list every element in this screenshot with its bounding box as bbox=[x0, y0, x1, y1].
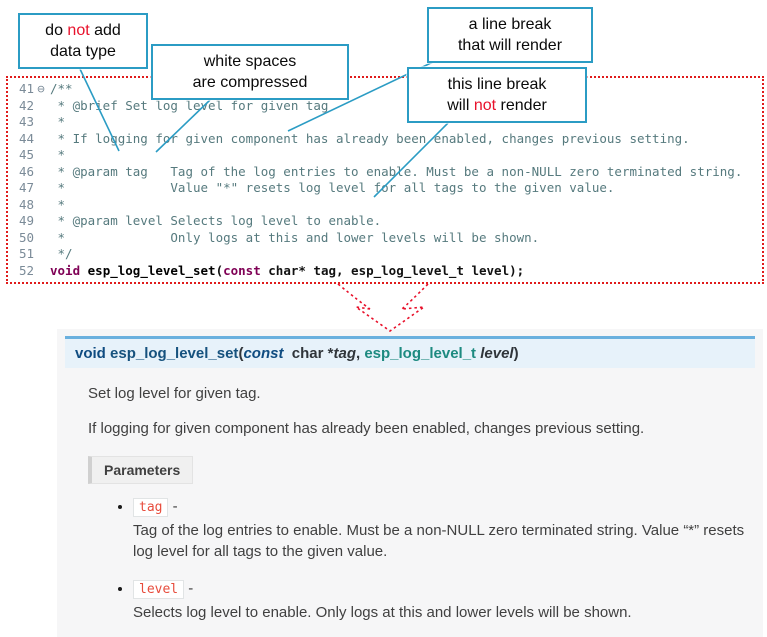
line-number: 43 bbox=[18, 114, 34, 129]
fold-marker-icon bbox=[34, 98, 48, 115]
line-number: 51 bbox=[18, 246, 34, 261]
line-number: 45 bbox=[18, 147, 34, 162]
code-line: 42 * @brief Set log level for given tag bbox=[12, 98, 760, 115]
fold-marker-icon bbox=[34, 180, 48, 197]
code-line: 50 * Only logs at this and lower levels … bbox=[12, 230, 760, 247]
line-number: 52 bbox=[18, 262, 34, 278]
code-line: 43 * bbox=[12, 114, 760, 131]
parameter-item: level - Selects log level to enable. Only… bbox=[133, 580, 755, 623]
line-number: 49 bbox=[18, 213, 34, 228]
code-line: 47 * Value "*" resets log level for all … bbox=[12, 180, 760, 197]
line-number: 41 bbox=[18, 81, 34, 96]
code-text: * Value "*" resets log level for all tag… bbox=[50, 180, 615, 195]
code-line: 51 */ bbox=[12, 246, 760, 263]
code-line: 48 * bbox=[12, 197, 760, 214]
code-text: * @param tag Tag of the log entries to e… bbox=[50, 163, 743, 179]
param-description: Selects log level to enable. Only logs a… bbox=[133, 604, 632, 621]
parameters-heading: Parameters bbox=[88, 456, 194, 484]
callout-text-line: that will render bbox=[457, 37, 563, 55]
callout-text-line: will not render bbox=[447, 97, 547, 115]
line-number: 50 bbox=[18, 229, 34, 245]
line-number: 48 bbox=[18, 196, 34, 212]
code-line: 52 void esp_log_level_set(const char* tag… bbox=[12, 263, 760, 280]
fold-marker-icon bbox=[34, 246, 48, 263]
callout-text-line: data type bbox=[50, 43, 116, 61]
line-number: 47 bbox=[18, 180, 34, 195]
callout-text-line: white spaces bbox=[203, 53, 297, 70]
doc-brief: Set log level for given tag. bbox=[88, 385, 261, 402]
param-name-chip: tag bbox=[133, 498, 169, 517]
callout-do-not-add-data-type: do not add data type bbox=[18, 13, 148, 70]
code-editor-snippet: 41⊖ /** 42 * @brief Set log level for give… bbox=[6, 76, 764, 284]
callout-line-break-renders: a line break that will render bbox=[427, 7, 593, 64]
param-head: level - bbox=[133, 580, 755, 599]
parameters-list: tag - Tag of the log entries to enable. M… bbox=[88, 498, 755, 623]
fold-marker-icon bbox=[34, 114, 48, 131]
code-text: */ bbox=[50, 246, 73, 261]
code-text: * bbox=[50, 196, 66, 212]
fold-marker-icon bbox=[34, 131, 48, 148]
code-text: * @param level Selects log level to enab… bbox=[50, 213, 382, 228]
code-line: 45 * bbox=[12, 147, 760, 164]
parameter-item: tag - Tag of the log entries to enable. M… bbox=[133, 498, 755, 562]
code-text: * Only logs at this and lower levels wil… bbox=[50, 229, 540, 245]
fold-marker-icon bbox=[34, 230, 48, 247]
render-arrow bbox=[337, 283, 429, 332]
callout-white-spaces-compressed: white spaces are compressed bbox=[151, 44, 349, 101]
callout-text-line: this line break bbox=[447, 76, 547, 93]
code-lines: 41⊖ /** 42 * @brief Set log level for give… bbox=[12, 81, 760, 279]
param-name-chip: level bbox=[133, 580, 185, 599]
callout-line-break-not-render: this line break will not render bbox=[407, 67, 587, 124]
param-description: Tag of the log entries to enable. Must b… bbox=[133, 522, 745, 560]
fold-marker-icon bbox=[34, 197, 48, 214]
fold-marker-icon bbox=[34, 147, 48, 164]
line-number: 46 bbox=[18, 163, 34, 179]
code-text: * bbox=[50, 147, 66, 162]
callout-text-line: do not add bbox=[45, 22, 121, 39]
fold-marker-icon bbox=[34, 263, 48, 280]
line-number: 44 bbox=[18, 130, 34, 146]
code-line: 44 * If logging for given component has … bbox=[12, 131, 760, 148]
callout-text-line: are compressed bbox=[192, 74, 308, 92]
fold-marker-icon: ⊖ bbox=[37, 81, 45, 96]
param-head: tag - bbox=[133, 498, 755, 517]
callout-text-line: a line break bbox=[468, 16, 552, 33]
code-text: /** bbox=[50, 81, 73, 96]
code-text: * bbox=[50, 114, 66, 129]
fold-marker-icon bbox=[34, 213, 48, 230]
doc-description: If logging for given component has alrea… bbox=[88, 420, 645, 437]
code-line: 46 * @param tag Tag of the log entries t… bbox=[12, 164, 760, 181]
rendered-docs-panel: void esp_log_level_set(const char *tag, … bbox=[57, 329, 763, 637]
code-text: * If logging for given component has alr… bbox=[50, 130, 690, 146]
code-line: 49 * @param level Selects log level to e… bbox=[12, 213, 760, 230]
line-number: 42 bbox=[18, 97, 34, 113]
code-line: 41⊖ /** bbox=[12, 81, 760, 98]
code-text: void esp_log_level_set(const char* tag, … bbox=[50, 262, 525, 278]
doc-body: Set log level for given tag. If logging … bbox=[65, 384, 755, 623]
fold-marker-icon bbox=[34, 164, 48, 181]
function-signature: void esp_log_level_set(const char *tag, … bbox=[65, 336, 755, 368]
